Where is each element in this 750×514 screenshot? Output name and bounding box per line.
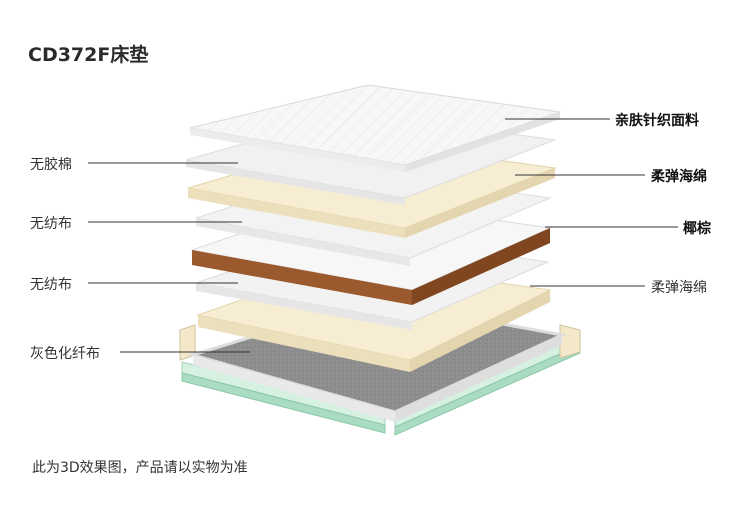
label-non-woven-1: 无纺布 xyxy=(30,216,72,232)
label-grey-chemical-fiber: 灰色化纤布 xyxy=(30,346,100,362)
label-coconut-palm: 椰棕 xyxy=(683,221,711,237)
label-non-woven-2: 无纺布 xyxy=(30,277,72,293)
label-glue-free-cotton: 无胶棉 xyxy=(30,157,72,173)
leader-lines xyxy=(88,118,678,353)
page-title: CD372F床垫 xyxy=(28,44,149,66)
label-soft-foam-1: 柔弹海绵 xyxy=(651,169,707,185)
label-soft-foam-2: 柔弹海绵 xyxy=(651,280,707,296)
label-knit-fabric: 亲肤针织面料 xyxy=(615,113,699,129)
footer-disclaimer: 此为3D效果图，产品请以实物为准 xyxy=(32,460,248,476)
layer-knit-fabric xyxy=(189,84,561,172)
